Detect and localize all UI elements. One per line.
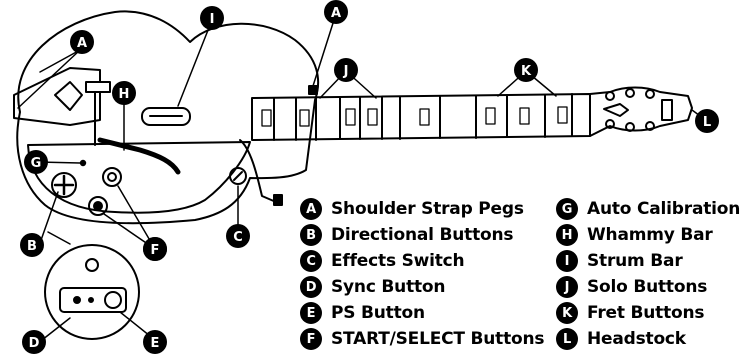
legend-badge-f: F	[300, 328, 322, 350]
callout-h-letter: H	[119, 87, 130, 102]
legend-badge-l: L	[556, 328, 578, 350]
pickguard	[27, 141, 251, 214]
legend-badge-k: K	[556, 302, 578, 324]
detail-port	[85, 258, 99, 272]
legend-label-f: START/SELECT Buttons	[331, 329, 545, 349]
legend-item-i: I Strum Bar	[556, 249, 683, 273]
whammy-bar	[97, 137, 181, 175]
legend-badge-a: A	[300, 198, 322, 220]
callout-e-letter: E	[151, 336, 160, 351]
legend-label-k: Fret Buttons	[587, 303, 705, 323]
callout-a-left-letter: A	[77, 36, 87, 51]
legend-label-e: PS Button	[331, 303, 425, 323]
legend-item-f: F START/SELECT Buttons	[300, 327, 545, 351]
lower-horn	[239, 139, 277, 203]
detail-circle	[44, 244, 140, 340]
legend-label-h: Whammy Bar	[587, 225, 713, 245]
legend-label-i: Strum Bar	[587, 251, 683, 271]
legend-badge-c: C	[300, 250, 322, 272]
detail-led	[88, 297, 94, 303]
callout-g-letter: G	[31, 156, 42, 171]
detail-pointer	[47, 231, 71, 245]
legend-label-g: Auto Calibration	[587, 199, 741, 219]
frets	[273, 93, 573, 141]
legend-item-e: E PS Button	[300, 301, 425, 325]
callout-k: K	[514, 58, 538, 82]
callout-c-letter: C	[233, 230, 243, 245]
start-button-inner	[93, 201, 103, 211]
callout-j: J	[334, 58, 358, 82]
legend-item-h: H Whammy Bar	[556, 223, 713, 247]
callout-a-right: A	[324, 0, 348, 24]
legend-item-j: J Solo Buttons	[556, 275, 707, 299]
callout-f: F	[143, 237, 167, 261]
strap-peg	[308, 85, 318, 95]
effects-switch	[229, 167, 247, 185]
legend-item-a: A Shoulder Strap Pegs	[300, 197, 524, 221]
callout-h: H	[112, 81, 136, 105]
detail-sync-button	[73, 296, 81, 304]
calibration-sensor	[79, 159, 87, 167]
callout-a-right-letter: A	[331, 6, 341, 21]
legend-badge-d: D	[300, 276, 322, 298]
legend-label-l: Headstock	[587, 329, 686, 349]
guitar-body	[16, 10, 320, 225]
callout-g: G	[24, 150, 48, 174]
callout-l: L	[695, 109, 719, 133]
legend-item-l: L Headstock	[556, 327, 686, 351]
detail-panel	[59, 287, 127, 313]
callout-l-letter: L	[703, 115, 711, 130]
callout-c: C	[226, 224, 250, 248]
callout-a-left: A	[70, 30, 94, 54]
select-button-inner	[107, 172, 117, 182]
headstock-badge	[661, 99, 673, 121]
callout-i-letter: I	[210, 12, 215, 27]
legend-item-c: C Effects Switch	[300, 249, 465, 273]
select-button	[102, 167, 122, 187]
callout-j-letter: J	[343, 64, 349, 79]
tailpiece-arrow	[54, 81, 83, 111]
dpad	[51, 172, 77, 198]
strum-bar	[141, 107, 191, 126]
headstock-logo	[603, 103, 629, 117]
legend-label-b: Directional Buttons	[331, 225, 514, 245]
legend-badge-h: H	[556, 224, 578, 246]
effects-switch-notch	[233, 171, 243, 181]
callout-b: B	[20, 233, 44, 257]
callout-k-letter: K	[521, 64, 532, 79]
legend-label-c: Effects Switch	[331, 251, 465, 271]
legend-item-g: G Auto Calibration	[556, 197, 740, 221]
callout-d-letter: D	[29, 336, 40, 351]
legend-label-d: Sync Button	[331, 277, 446, 297]
legend-item-b: B Directional Buttons	[300, 223, 513, 247]
callout-e: E	[143, 330, 167, 354]
bridge-piece	[85, 81, 111, 93]
callout-f-letter: F	[151, 243, 160, 258]
callout-badges: A A B C D E F G H I J K L	[20, 0, 719, 354]
tuning-pegs	[605, 88, 655, 132]
legend-badge-e: E	[300, 302, 322, 324]
headstock	[589, 86, 693, 137]
dpad-cross	[53, 174, 75, 196]
callout-b-letter: B	[27, 239, 37, 254]
legend-item-d: D Sync Button	[300, 275, 446, 299]
legend-badge-i: I	[556, 250, 578, 272]
legend-badge-g: G	[556, 198, 578, 220]
legend-item-k: K Fret Buttons	[556, 301, 705, 325]
output-jack	[273, 194, 283, 206]
legend-label-a: Shoulder Strap Pegs	[331, 199, 524, 219]
callout-d: D	[22, 330, 46, 354]
callout-i: I	[200, 6, 224, 30]
neck	[251, 93, 591, 141]
legend-badge-b: B	[300, 224, 322, 246]
legend-label-j: Solo Buttons	[587, 277, 708, 297]
detail-ps-button	[104, 291, 122, 309]
start-button	[88, 196, 108, 216]
legend-badge-j: J	[556, 276, 578, 298]
tailpiece	[13, 67, 101, 126]
fret-inlays	[261, 106, 568, 127]
